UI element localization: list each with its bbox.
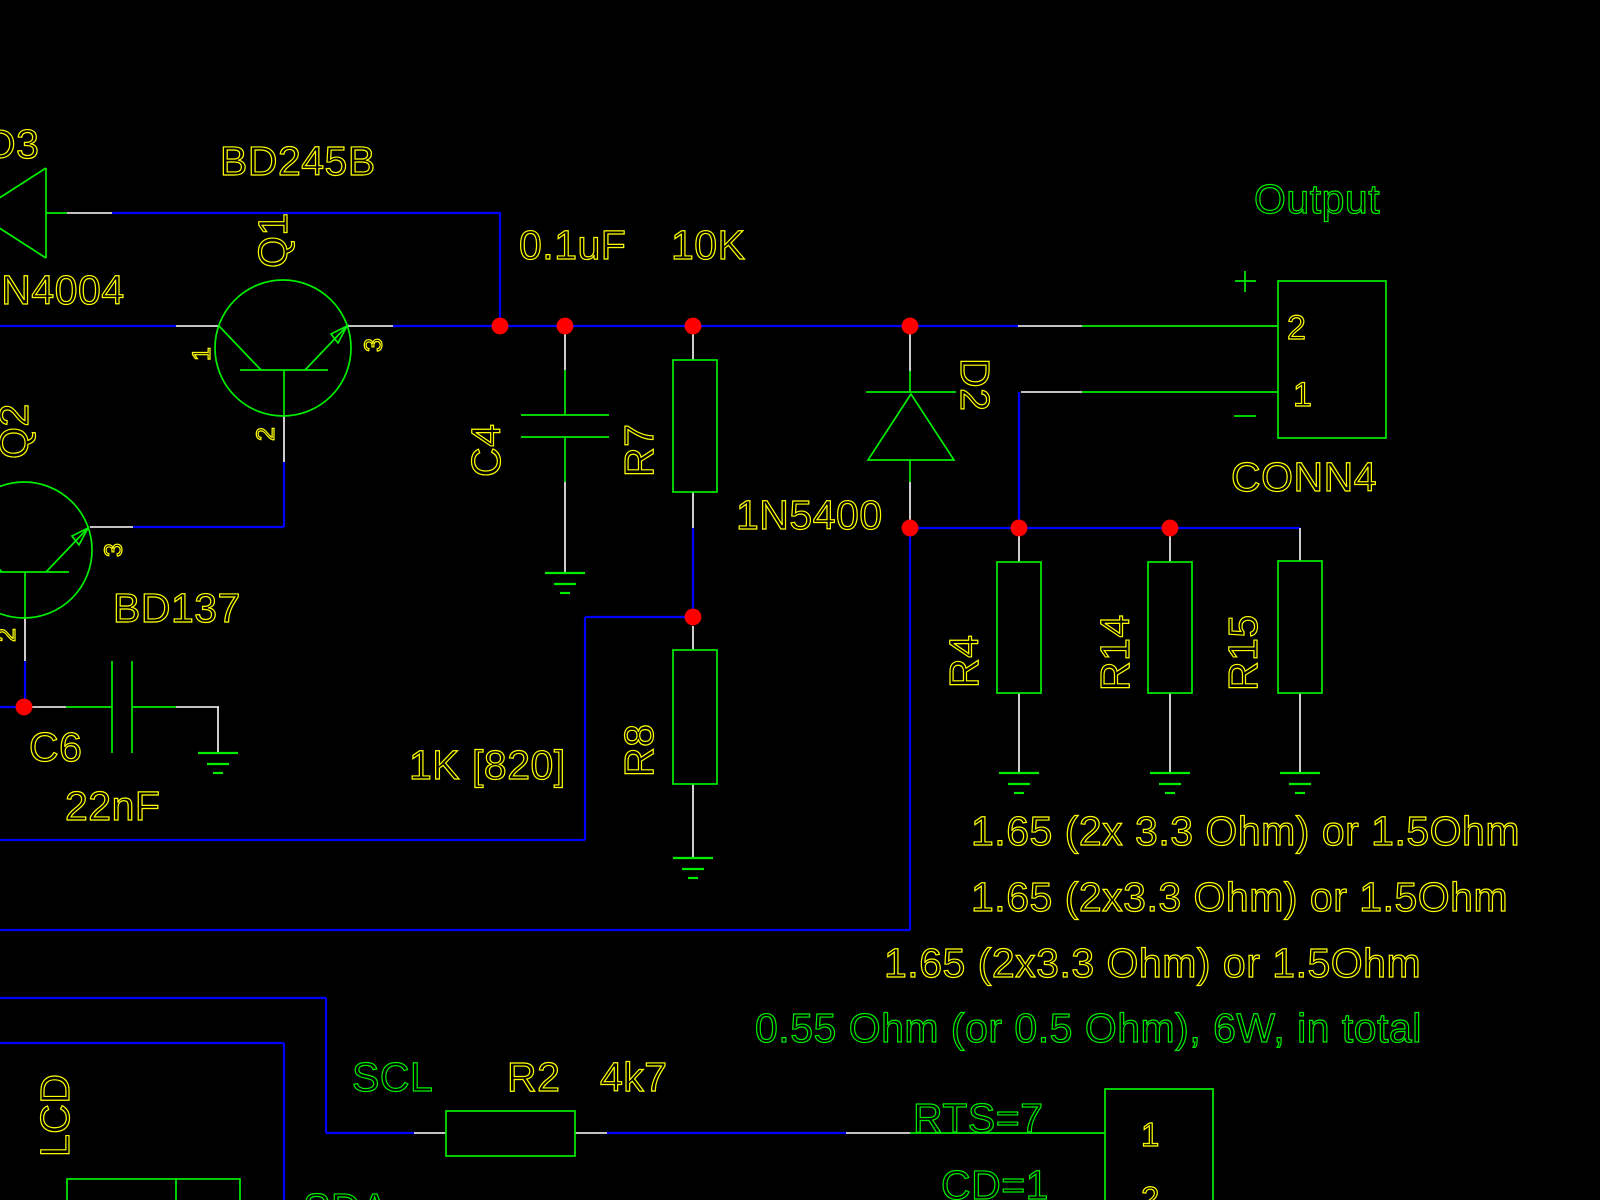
- junction-low-r14: [1161, 519, 1179, 537]
- junction-low-d2: [901, 519, 919, 537]
- gnd-r15[interactable]: [1280, 771, 1320, 795]
- label-q2-value[interactable]: BD137: [112, 584, 241, 631]
- junction-rail-d3: [491, 317, 509, 335]
- label-d2-name[interactable]: D2: [951, 357, 998, 412]
- label-d3-value[interactable]: 1N4004: [0, 266, 125, 313]
- gnd-c4[interactable]: [545, 571, 585, 595]
- label-r8-name[interactable]: R8: [615, 723, 662, 778]
- sym-q2-base-slant[interactable]: [0, 528, 3, 573]
- netlabel-scl[interactable]: SCL: [351, 1053, 433, 1100]
- note-total-resistance[interactable]: 0.55 Ohm (or 0.5 Ohm), 6W, in total: [754, 1004, 1422, 1051]
- label-q1-name[interactable]: Q1: [249, 212, 296, 269]
- junction-r7-r8: [684, 608, 702, 626]
- sym-r14-body[interactable]: [1147, 561, 1193, 694]
- label-q1-value[interactable]: BD245B: [219, 137, 376, 184]
- junction-low-r4: [1010, 519, 1028, 537]
- label-d3-name[interactable]: D3: [0, 120, 40, 167]
- netlabel-sda[interactable]: SDA: [302, 1184, 389, 1200]
- sym-q1-emitter[interactable]: [304, 325, 348, 371]
- label-q2-name[interactable]: Q2: [0, 403, 38, 460]
- label-conn4-name[interactable]: CONN4: [1230, 453, 1377, 500]
- sym-q1-arrow[interactable]: [329, 324, 349, 345]
- pin-conn2-1[interactable]: 1: [1140, 1115, 1160, 1153]
- note-r4-value[interactable]: 1.65 (2x 3.3 Ohm) or 1.5Ohm: [970, 807, 1520, 854]
- sym-r15-body[interactable]: [1277, 560, 1323, 694]
- gnd-r4[interactable]: [999, 771, 1039, 795]
- label-r7-name[interactable]: R7: [615, 423, 662, 478]
- pin-q2-2[interactable]: 2: [0, 627, 22, 643]
- label-c6-value[interactable]: 22nF: [64, 782, 160, 829]
- sym-d3-side-top[interactable]: [0, 167, 47, 213]
- gnd-c6[interactable]: [198, 751, 238, 775]
- sym-q1-body[interactable]: [214, 279, 352, 417]
- gnd-r8[interactable]: [673, 856, 713, 880]
- pin-conn4-1[interactable]: 1: [1292, 375, 1312, 414]
- sym-conn2-body[interactable]: [1104, 1088, 1214, 1200]
- label-r7-value[interactable]: 10K: [670, 221, 745, 268]
- label-r2-value[interactable]: 4k7: [599, 1053, 668, 1100]
- pin-q1-3[interactable]: 3: [359, 337, 388, 353]
- sym-q2-emitter[interactable]: [45, 527, 89, 573]
- sym-r2-body[interactable]: [445, 1110, 576, 1157]
- sym-r4-body[interactable]: [996, 561, 1042, 694]
- pin-q1-2[interactable]: 2: [251, 426, 280, 442]
- netlabel-rts[interactable]: RTS=7: [912, 1094, 1044, 1141]
- sym-d2-triangle[interactable]: [866, 392, 956, 461]
- note-r15-value[interactable]: 1.65 (2x3.3 Ohm) or 1.5Ohm: [883, 939, 1421, 986]
- netlabel-output[interactable]: Output: [1253, 175, 1380, 222]
- label-r4-name[interactable]: R4: [940, 634, 987, 689]
- label-c4-name[interactable]: C4: [462, 423, 509, 478]
- note-r14-value[interactable]: 1.65 (2x3.3 Ohm) or 1.5Ohm: [970, 873, 1508, 920]
- label-c6-name[interactable]: C6: [28, 723, 82, 770]
- sym-lcd-body[interactable]: [66, 1178, 241, 1200]
- sym-conn4-body[interactable]: [1277, 280, 1387, 439]
- pin-conn2-2[interactable]: 2: [1140, 1179, 1160, 1200]
- junction-rail-c4: [556, 317, 574, 335]
- pin-q2-3[interactable]: 3: [99, 542, 128, 558]
- junction-q2-c6: [15, 698, 33, 716]
- sym-r8-body[interactable]: [672, 649, 718, 785]
- pin-q1-1[interactable]: 1: [187, 346, 216, 362]
- label-c4-value[interactable]: 0.1uF: [518, 221, 626, 268]
- sym-q2-arrow[interactable]: [70, 526, 90, 547]
- sym-q2-body[interactable]: [0, 481, 93, 619]
- junction-rail-d2: [901, 317, 919, 335]
- label-r2-name[interactable]: R2: [506, 1053, 560, 1100]
- junction-rail-r7: [684, 317, 702, 335]
- sym-q1-base-slant[interactable]: [218, 325, 262, 371]
- sym-r7-body[interactable]: [672, 359, 718, 493]
- gnd-r14[interactable]: [1150, 771, 1190, 795]
- netlabel-cd[interactable]: CD=1: [940, 1161, 1049, 1200]
- pin-conn4-2[interactable]: 2: [1286, 308, 1306, 347]
- label-lcd-name[interactable]: LCD: [31, 1073, 78, 1158]
- sym-d3-side-bottom[interactable]: [0, 213, 47, 259]
- label-r8-value[interactable]: 1K [820]: [408, 741, 566, 788]
- label-r15-name[interactable]: R15: [1219, 614, 1266, 692]
- label-r14-name[interactable]: R14: [1091, 614, 1138, 692]
- label-d2-value[interactable]: 1N5400: [735, 491, 883, 538]
